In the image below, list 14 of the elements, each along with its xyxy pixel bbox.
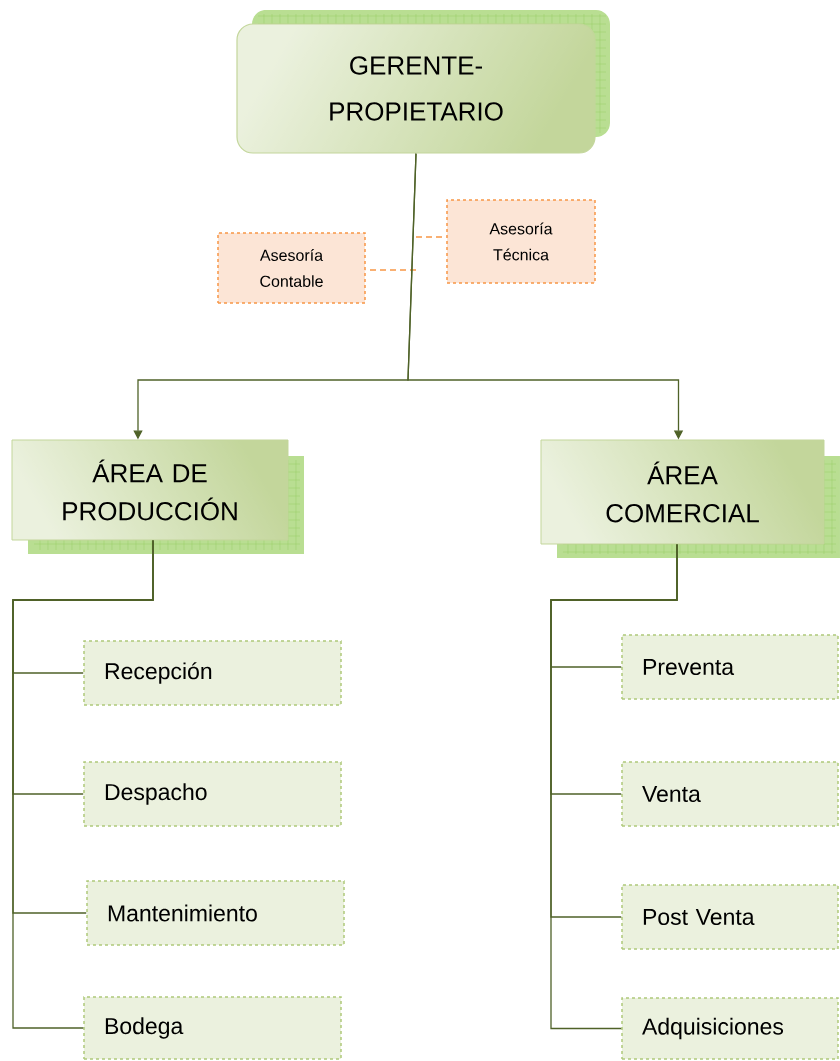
connector bbox=[550, 543, 678, 1030]
unit-box: Preventa bbox=[621, 634, 839, 700]
connector bbox=[12, 539, 154, 1029]
area-box: ÁREA COMERCIAL bbox=[540, 439, 840, 558]
unit-box: Post Venta bbox=[621, 884, 839, 950]
area-box: ÁREA DE PRODUCCIÓN bbox=[11, 439, 304, 554]
advisory-box: Asesoría Contable bbox=[217, 232, 366, 304]
manager-box: GERENTE- PROPIETARIO bbox=[236, 10, 610, 154]
unit-box: Mantenimiento bbox=[86, 880, 345, 946]
unit-box: Adquisiciones bbox=[621, 997, 839, 1060]
unit-box: Despacho bbox=[83, 761, 342, 827]
unit-box: Venta bbox=[621, 761, 839, 827]
unit-box: Recepción bbox=[83, 640, 342, 706]
unit-box: Bodega bbox=[83, 996, 342, 1060]
